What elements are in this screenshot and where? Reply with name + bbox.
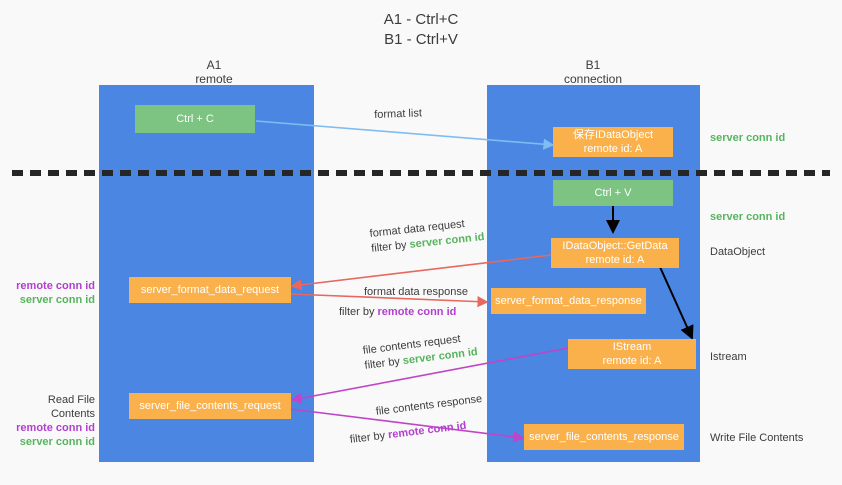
filter-prefix: filter by: [339, 306, 378, 318]
left-label-conn-ids-format: remote conn id server conn id: [10, 279, 95, 307]
box-server-file-contents-response-label: server_file_contents_response: [529, 431, 679, 443]
page-title: A1 - Ctrl+C B1 - Ctrl+V: [0, 10, 842, 50]
edge-label-file-contents-response-filter: filter by remote conn id: [349, 419, 467, 448]
column-header-a1-sub: remote: [195, 72, 233, 86]
box-server-format-data-request-label: server_format_data_request: [140, 284, 280, 296]
box-server-format-data-response[interactable]: server_format_data_response: [491, 288, 646, 314]
dashed-separator: [12, 170, 830, 176]
box-server-file-contents-request-label: server_file_contents_request: [139, 400, 281, 412]
column-header-b1: B1 connection: [518, 58, 668, 86]
right-label-dataobject: DataObject: [710, 246, 766, 258]
edge-label-format-list-text: format list: [374, 107, 423, 121]
edge-label-file-contents-response: file contents response: [375, 392, 483, 420]
filter-key-remote-conn-id: remote conn id: [377, 306, 457, 318]
left-label-remote-conn-id-2: remote conn id: [16, 422, 95, 434]
box-istream[interactable]: IStream remote id: A: [568, 339, 696, 369]
title-line-1: A1 - Ctrl+C: [383, 11, 459, 28]
filter-key-remote-conn-id: remote conn id: [387, 419, 468, 442]
column-header-a1: A1 remote: [139, 58, 289, 86]
right-label-istream: Istream: [710, 351, 747, 363]
box-ctrl-c-label: Ctrl + C: [176, 113, 214, 125]
edge-label-format-data-response-text: format data response: [364, 286, 468, 298]
box-idataobject-getdata[interactable]: IDataObject::GetData remote id: A: [551, 238, 679, 268]
box-save-idataobject-line1: 保存IDataObject: [572, 129, 654, 141]
filter-prefix: filter by: [349, 429, 389, 446]
edge-label-format-data-response-filter: filter by remote conn id: [339, 305, 456, 320]
box-save-idataobject[interactable]: 保存IDataObject remote id: A: [553, 127, 673, 157]
box-server-file-contents-response[interactable]: server_file_contents_response: [524, 424, 684, 450]
left-label-read-file-contents: Read File Contents: [47, 394, 95, 420]
box-server-format-data-request[interactable]: server_format_data_request: [129, 277, 291, 303]
edge-label-format-list: format list: [374, 106, 422, 123]
column-header-a1-name: A1: [206, 58, 222, 72]
box-ctrl-v[interactable]: Ctrl + V: [553, 180, 673, 206]
left-label-server-conn-id-2: server conn id: [19, 436, 95, 448]
box-server-file-contents-request[interactable]: server_file_contents_request: [129, 393, 291, 419]
left-label-read-file-contents-group: Read File Contents remote conn id server…: [6, 393, 95, 449]
edge-label-file-contents-request: file contents request filter by server c…: [362, 330, 479, 374]
right-label-write-file-contents: Write File Contents: [710, 432, 804, 444]
filter-prefix: filter by: [370, 238, 411, 255]
left-label-server-conn-id: server conn id: [19, 294, 95, 306]
edge-label-format-data-response: format data response: [364, 285, 468, 300]
right-label-server-conn-id-mid: server conn id: [710, 211, 786, 223]
filter-prefix: filter by: [363, 355, 404, 372]
box-server-format-data-response-label: server_format_data_response: [495, 295, 642, 307]
edge-label-format-data-request: format data request filter by server con…: [369, 215, 485, 257]
left-label-remote-conn-id: remote conn id: [16, 280, 95, 292]
title-line-2: B1 - Ctrl+V: [384, 31, 458, 48]
box-istream-line2: remote id: A: [602, 355, 662, 367]
edge-label-file-contents-response-text: file contents response: [375, 392, 483, 418]
box-istream-line1: IStream: [612, 341, 652, 353]
box-idataobject-getdata-line1: IDataObject::GetData: [562, 240, 668, 252]
box-ctrl-c[interactable]: Ctrl + C: [135, 105, 255, 133]
column-header-b1-sub: connection: [563, 72, 623, 86]
column-header-b1-name: B1: [585, 58, 601, 72]
box-save-idataobject-line2: remote id: A: [583, 143, 643, 155]
right-label-server-conn-id-top: server conn id: [710, 132, 786, 144]
box-ctrl-v-label: Ctrl + V: [594, 187, 632, 199]
box-idataobject-getdata-line2: remote id: A: [585, 254, 645, 266]
